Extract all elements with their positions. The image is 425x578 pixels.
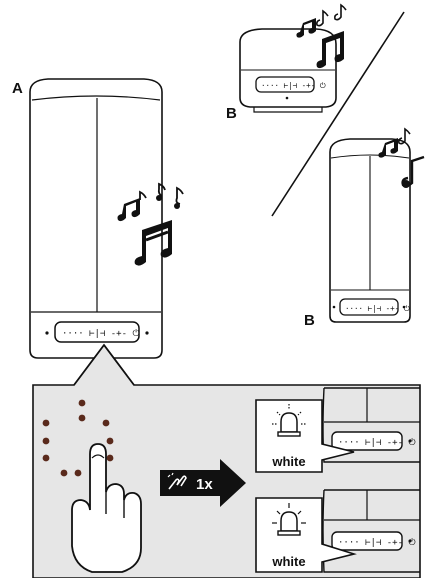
led-status-callout-1: ···· ⊢|⊣ -+- ⏻ white xyxy=(255,387,420,473)
speaker-a-control-panel[interactable]: ···· ⊢|⊣ -+- ⏻ xyxy=(54,321,140,343)
control-panel-closeup: ···· ⊢|⊣ -+- ⏻ xyxy=(331,531,416,551)
speaker-b-bottom-control-panel[interactable]: ···· ⊢|⊣ -+- ⏻ xyxy=(339,298,411,316)
speaker-b-top-body xyxy=(239,28,337,108)
press-once-arrow: 1x xyxy=(160,459,246,507)
svg-text:···· ⊢|⊣ -+- ⏻: ···· ⊢|⊣ -+- ⏻ xyxy=(62,328,140,339)
divider-line xyxy=(271,11,405,217)
control-panel-closeup: ···· ⊢|⊣ -+- ⏻ xyxy=(331,431,416,451)
arrow-shape xyxy=(160,459,246,507)
callout-box xyxy=(255,399,355,473)
led-dot xyxy=(106,454,114,462)
svg-text:···· ⊢|⊣ -+- ⏻: ···· ⊢|⊣ -+- ⏻ xyxy=(261,81,327,90)
callout-box xyxy=(255,497,357,573)
svg-text:···· ⊢|⊣ -+- ⏻: ···· ⊢|⊣ -+- ⏻ xyxy=(338,537,416,548)
led-dot xyxy=(42,437,50,445)
svg-text:···· ⊢|⊣ -+- ⏻: ···· ⊢|⊣ -+- ⏻ xyxy=(338,437,416,448)
led-ring xyxy=(42,399,114,477)
speaker-b-top: B ···· ⊢|⊣ -+- ⏻ xyxy=(226,28,337,122)
speaker-b-top-control-panel[interactable]: ···· ⊢|⊣ -+- ⏻ xyxy=(255,76,327,93)
speaker-b-bottom: B ···· ⊢|⊣ -+- ⏻ xyxy=(304,138,411,329)
speaker-a: A ···· ⊢|⊣ -+- ⏻ xyxy=(12,78,163,359)
music-notes-icon xyxy=(296,3,347,69)
touch-gesture-icon xyxy=(167,472,187,490)
beacon-light-icon xyxy=(272,404,306,437)
beacon-light-icon xyxy=(272,503,306,536)
press-count-label: 1x xyxy=(196,476,213,493)
led-dot xyxy=(78,414,86,422)
led-dot xyxy=(78,399,86,407)
speaker-b-top-label: B xyxy=(226,105,237,122)
led-status-callout-2: ···· ⊢|⊣ -+- ⏻ white xyxy=(255,489,420,573)
led-dot xyxy=(74,469,82,477)
speaker-a-body xyxy=(29,78,163,359)
led-color-label: white xyxy=(271,454,305,469)
speaker-b-bottom-label: B xyxy=(304,312,315,329)
svg-text:···· ⊢|⊣ -+- ⏻: ···· ⊢|⊣ -+- ⏻ xyxy=(345,304,411,313)
speaker-a-label: A xyxy=(12,80,23,97)
led-dot xyxy=(42,419,50,427)
led-dot xyxy=(42,454,50,462)
music-notes-icon xyxy=(378,127,425,188)
led-dot xyxy=(106,437,114,445)
led-dot xyxy=(102,419,110,427)
music-notes-icon xyxy=(117,182,184,266)
led-color-label: white xyxy=(271,554,305,569)
led-dot xyxy=(60,469,68,477)
pointing-hand-icon xyxy=(71,443,142,573)
